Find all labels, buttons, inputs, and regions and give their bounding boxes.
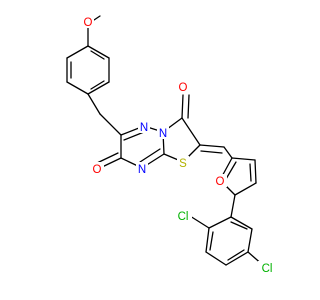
bond-ring2-b [205,227,210,253]
bond-furan-double-b [249,163,252,182]
bond-ring1-d [87,81,110,95]
bond-ch2-ring [99,113,122,136]
bond-ring2-double-c [230,221,248,230]
bonds [66,15,265,267]
bond-furan-double-a [225,161,237,180]
atom-label-chlorine-ortho: Cl [178,211,189,223]
atom-label-methoxy-oxygen: O [84,17,93,29]
bond-c7-o-double [96,152,119,164]
bond-c6-n-double [123,131,145,141]
bond-ch-furan [223,146,233,159]
bond-ring1-f [87,45,110,59]
atom-label-furan-oxygen: O [216,176,225,188]
bond-ring1-double-b [90,80,105,90]
bond-furan-c [234,182,257,196]
atom-label-nitrogen-bridge: N [159,128,167,140]
bond-ring1-double-c [90,50,105,60]
bond-furan-d [254,159,257,184]
bond-c3-o-double [187,94,190,119]
atom-labels: O O N N N S O O Cl Cl [82,15,276,275]
bond-ring2-f [230,216,253,230]
atom-label-nitrogen-upper: N [140,122,148,134]
atom-label-carbonyl-oxygen-lower: O [93,164,102,176]
atom-label-chlorine-meta: Cl [262,263,273,275]
bond-aryl-ch2 [87,93,101,115]
bond-c8a-n-double [139,148,161,163]
bond-ring2-a [208,216,232,229]
bond-ring2-double-b [227,249,245,261]
bond-ring2-d [225,251,249,266]
bond-ring1-c [66,81,89,95]
bond-ring2-cl-ortho [189,215,210,229]
bond-c2-ch-double [200,150,223,154]
bond-furan-e [231,157,256,161]
bond-ring1-a [66,45,89,59]
bond-c2-ch [199,144,225,148]
bond-furan-aryl [230,194,236,218]
bond-c3-c2 [181,117,201,146]
atom-label-nitrogen-lower: N [138,164,146,176]
chemical-structure-diagram: O O N N N S O O Cl Cl [66,15,276,275]
bond-ring2-double-a [209,231,214,251]
atom-label-carbonyl-oxygen-upper: O [179,82,188,94]
bond-ring2-e [247,228,253,253]
bond-c3-o [181,94,184,119]
atom-label-sulfur: S [179,158,187,170]
bond-ring2-c [205,251,227,266]
